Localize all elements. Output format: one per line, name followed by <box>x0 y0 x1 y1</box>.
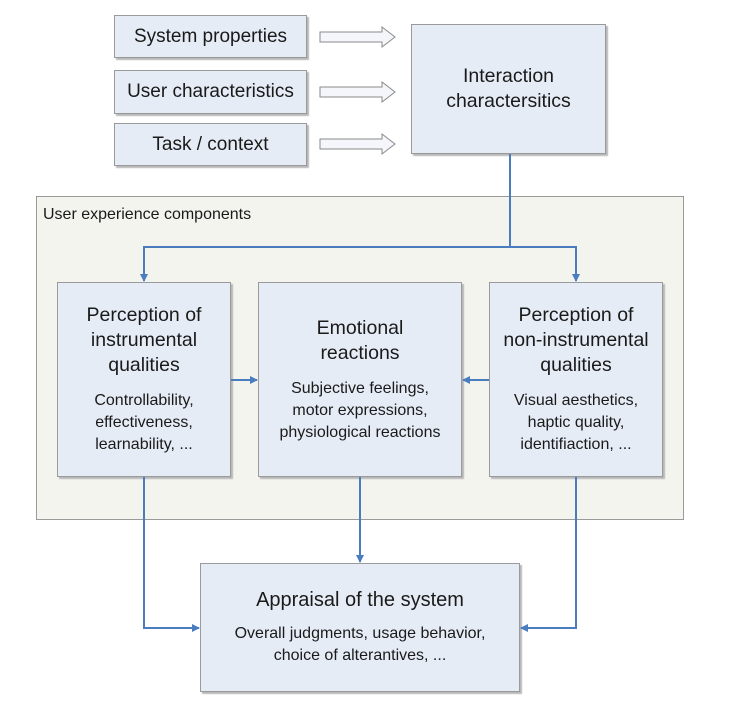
block-arrow-task <box>319 132 396 156</box>
ux-components-label: User experience components <box>43 206 252 223</box>
task-context-label: Task / context <box>152 133 269 155</box>
appraisal-title: Appraisal of the system <box>256 589 464 611</box>
connector-to-instrumental <box>140 246 510 282</box>
block-arrow-user <box>319 80 396 104</box>
appraisal-items: Overall judgments, usage behavior, choic… <box>234 625 486 664</box>
system-properties-label: System properties <box>133 25 288 47</box>
connector-instrumental-to-appraisal <box>143 477 200 632</box>
non-instrumental-qualities-box: Perception of non-instrumental qualities… <box>489 282 663 477</box>
instrumental-qualities-items: Controllability, effectiveness, learnabi… <box>94 392 194 453</box>
interaction-characteristics-box: Interaction charactersitics <box>411 24 606 154</box>
connector-non-instrumental-to-appraisal <box>520 477 577 632</box>
interaction-characteristics-title: Interaction charactersitics <box>446 65 571 112</box>
block-arrow-system <box>319 25 396 49</box>
emotional-reactions-items: Subjective feelings, motor expressions, … <box>279 379 441 441</box>
system-properties-box: System properties <box>114 15 307 58</box>
instrumental-qualities-title: Perception of instrumental qualities <box>86 304 202 376</box>
user-characteristics-box: User characteristics <box>114 70 307 114</box>
task-context-box: Task / context <box>114 123 307 166</box>
emotional-reactions-box: Emotional reactions Subjective feelings,… <box>258 282 462 477</box>
instrumental-qualities-box: Perception of instrumental qualities Con… <box>57 282 231 477</box>
appraisal-box: Appraisal of the system Overall judgment… <box>200 563 520 692</box>
non-instrumental-qualities-items: Visual aesthetics, haptic quality, ident… <box>513 392 639 453</box>
emotional-reactions-title: Emotional reactions <box>316 316 404 364</box>
non-instrumental-qualities-title: Perception of non-instrumental qualities <box>503 304 649 376</box>
user-characteristics-label: User characteristics <box>127 81 294 102</box>
connector-to-non-instrumental <box>510 246 580 282</box>
